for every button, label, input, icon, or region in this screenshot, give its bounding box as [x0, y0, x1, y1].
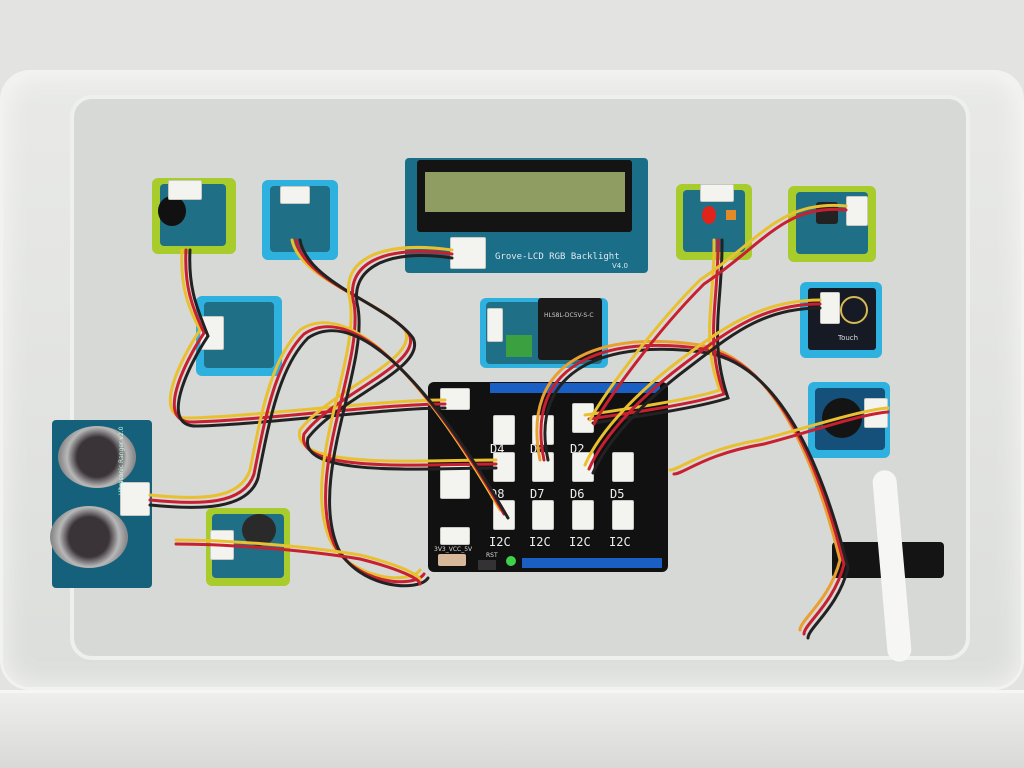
port-d8-top[interactable] [493, 452, 515, 482]
sensor-module-connector [200, 316, 224, 350]
rotary-connector [168, 180, 202, 200]
light-sensor-connector [280, 186, 310, 204]
port-i2c-2[interactable] [532, 500, 554, 530]
port-a0[interactable] [440, 388, 470, 410]
buzzer [822, 398, 862, 438]
label-i2c-4: I2C [609, 535, 631, 549]
power-led [506, 556, 516, 566]
buzzer-connector [864, 398, 888, 428]
voltage-switch-label: 3V3_VCC_5V [434, 546, 473, 553]
port-uart[interactable] [440, 465, 470, 499]
relay-component [538, 298, 602, 360]
port-i2c-1[interactable] [493, 500, 515, 530]
lcd-connector [450, 237, 486, 269]
lcd-version: V4.0 [612, 262, 628, 270]
sound-sensor-connector [210, 530, 234, 560]
case-lid [0, 690, 1024, 768]
microphone [242, 514, 276, 546]
header-bottom [522, 558, 662, 568]
port-i2c-3[interactable] [572, 500, 594, 530]
voltage-switch[interactable] [438, 554, 466, 566]
port-a-bottom[interactable] [440, 527, 470, 545]
relay-model: HLS8L-DC5V-S-C [544, 312, 594, 319]
port-i2c-4[interactable] [612, 500, 634, 530]
screw-terminal [506, 335, 532, 357]
port-d3[interactable] [532, 415, 554, 445]
label-d6: D6 [570, 487, 585, 501]
touch-connector [820, 292, 840, 324]
port-d5-top[interactable] [612, 452, 634, 482]
port-d6-top[interactable] [572, 452, 594, 482]
reset-button[interactable] [478, 560, 496, 570]
label-d5: D5 [610, 487, 625, 501]
label-d7: D7 [530, 487, 545, 501]
touch-label: Touch [838, 334, 859, 342]
relay-connector [487, 308, 503, 342]
label-i2c-1: I2C [489, 535, 511, 549]
port-d2[interactable] [572, 403, 594, 433]
ultrasonic-label: Ultrasonic Ranger v2.0 [118, 426, 125, 495]
rotary-knob[interactable] [158, 196, 186, 226]
led-connector [700, 184, 734, 202]
label-i2c-2: I2C [529, 535, 551, 549]
ultrasonic-receiver [50, 506, 128, 568]
lcd-label: Grove-LCD RGB Backlight [495, 252, 620, 262]
push-button[interactable] [816, 202, 838, 224]
port-d4[interactable] [493, 415, 515, 445]
touch-pad[interactable] [840, 296, 868, 324]
red-led [702, 206, 716, 224]
reset-label: RST [486, 552, 498, 559]
header-top [490, 383, 660, 393]
ultrasonic-transmitter [58, 426, 136, 488]
lcd-display [425, 172, 625, 212]
button-connector [846, 196, 868, 226]
label-i2c-3: I2C [569, 535, 591, 549]
led-resistor [726, 210, 736, 220]
port-d7-top[interactable] [532, 452, 554, 482]
label-d8: D8 [490, 487, 505, 501]
